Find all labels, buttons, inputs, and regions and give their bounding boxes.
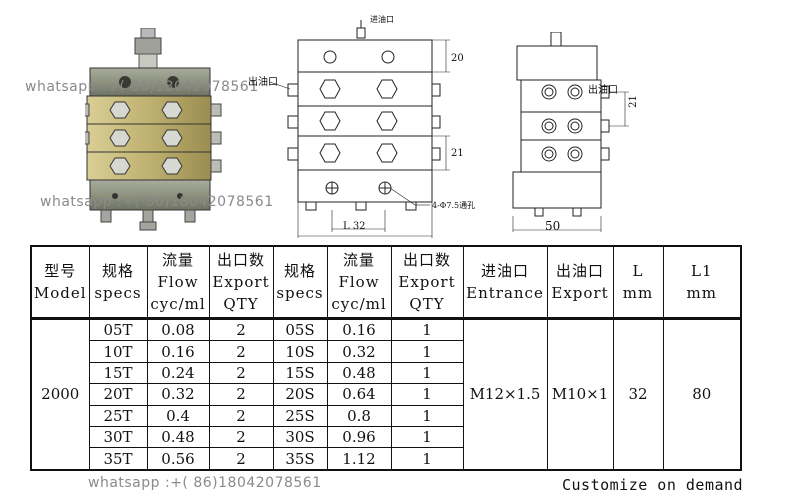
table-row: 25T 0.4 2 25S 0.8 1 [31,404,741,427]
side-view-drawing [512,32,629,232]
cell-entrance: M12×1.5 [462,317,548,471]
table-row: 10T 0.16 2 10S 0.32 1 [31,340,741,363]
table-row: 30T 0.48 2 30S 0.96 1 [31,425,741,449]
cell-flow-s: 0.48 [326,361,392,385]
cell-flow-s: 0.32 [326,340,392,363]
cell-L1: 80 [662,317,742,471]
cell-spec-s: 30S [272,425,328,449]
cell-qty-s: 1 [390,447,464,471]
cell-qty-t: 2 [208,404,274,427]
cell-spec-t: 25T [88,404,148,427]
cell-qty-s: 1 [390,425,464,449]
side-dim-pitch: 21 [627,95,639,108]
footer-note: Customize on demand [562,476,744,494]
cell-L: 32 [612,317,664,471]
product-photo [85,28,222,231]
front-inlet-label: 进油口 [370,15,394,24]
front-hole-note: 4-Φ7.5通孔 [432,201,476,210]
cell-spec-s: 15S [272,361,328,385]
front-dim-L: L 32 [343,221,366,232]
cell-export: M10×1 [546,317,614,471]
cell-qty-t: 2 [208,447,274,471]
cell-qty-s: 1 [390,340,464,363]
cell-flow-t: 0.4 [146,404,210,427]
table-row: 2000 05T 0.08 2 05S 0.16 1 M12×1.5 M10×1… [30,317,742,471]
front-dim-top: 20 [451,53,464,64]
cell-flow-s: 0.16 [326,317,392,342]
cell-flow-t: 0.32 [146,383,210,406]
cell-flow-s: 0.96 [326,425,392,449]
cell-spec-t: 05T [88,317,148,342]
cell-spec-s: 05S [272,317,328,342]
cell-flow-s: 0.64 [326,383,392,406]
cell-flow-t: 0.08 [146,317,210,342]
cell-qty-s: 1 [390,383,464,406]
cell-spec-t: 30T [88,425,148,449]
cell-qty-s: 1 [390,404,464,427]
cell-flow-t: 0.56 [146,447,210,471]
cell-flow-s: 0.8 [326,404,392,427]
watermark-2: whatsapp :+( 86)18042078561 [40,194,274,210]
cell-flow-t: 0.24 [146,361,210,385]
cell-flow-s: 1.12 [326,447,392,471]
cell-qty-t: 2 [208,425,274,449]
cell-spec-t: 15T [88,361,148,385]
side-dim-width: 50 [545,219,561,233]
cell-flow-t: 0.16 [146,340,210,363]
cell-qty-t: 2 [208,340,274,363]
cell-spec-t: 20T [88,383,148,406]
cell-qty-t: 2 [208,317,274,342]
watermark-3: whatsapp :+( 86)18042078561 [88,475,322,491]
front-view-drawing [270,20,450,238]
cell-spec-t: 35T [88,447,148,471]
table-row: 35T 0.56 2 35S 1.12 1 [31,447,741,471]
cell-qty-t: 2 [208,383,274,406]
front-outlet-label: 出油口 [248,77,278,88]
cell-spec-t: 10T [88,340,148,363]
cell-qty-s: 1 [390,317,464,342]
watermark-1: whatsapp :+( 86)18042078561 [25,79,259,95]
cell-spec-s: 20S [272,383,328,406]
cell-qty-t: 2 [208,361,274,385]
cell-spec-s: 10S [272,340,328,363]
cell-spec-s: 35S [272,447,328,471]
cell-flow-t: 0.48 [146,425,210,449]
cell-spec-s: 25S [272,404,328,427]
side-outlet-label: 出油口 [588,85,618,96]
front-dim-section: 21 [451,148,464,159]
cell-qty-s: 1 [390,361,464,385]
cell-model: 2000 [30,317,90,471]
